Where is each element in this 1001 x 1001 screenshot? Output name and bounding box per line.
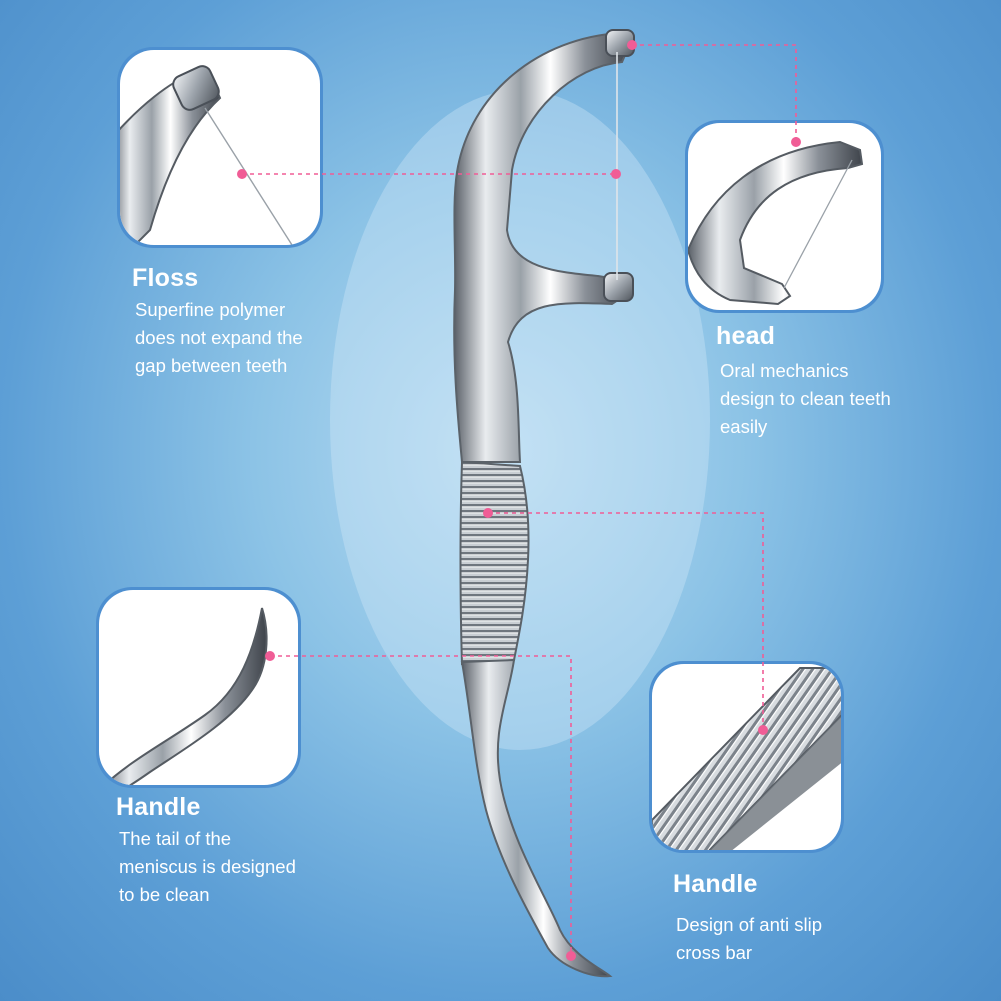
head-callout: head Oral mechanics design to clean teet…: [716, 322, 891, 441]
grip-handle-title: Handle: [673, 870, 758, 898]
tail-handle-callout: Handle The tail of the meniscus is desig…: [116, 793, 296, 909]
tail-handle-title: Handle: [116, 793, 201, 821]
grip-detail-panel: [649, 661, 844, 853]
lower-floss-anchor: [603, 272, 634, 302]
floss-callout: Floss Superfine polymer does not expand …: [132, 264, 303, 380]
tail-detail-panel: [96, 587, 301, 788]
ridged-grip: [459, 460, 530, 666]
leader-head: [632, 44, 797, 142]
head-description: Oral mechanics design to clean teeth eas…: [720, 360, 891, 437]
tail-handle-description: The tail of the meniscus is designed to …: [119, 828, 296, 905]
head-title: head: [716, 322, 776, 350]
backlight-glow: [330, 90, 710, 750]
head-detail-panel: [685, 120, 884, 313]
floss-pick-tool: [453, 29, 635, 978]
floss-detail-panel: [117, 47, 323, 248]
leader-lines: [242, 44, 797, 956]
grip-handle-description: Design of anti slip cross bar: [676, 914, 823, 963]
grip-handle-callout: Handle Design of anti slip cross bar: [673, 870, 822, 967]
leader-grip: [488, 512, 764, 730]
leader-dots: [237, 40, 801, 961]
tool-tail: [460, 658, 613, 978]
floss-description: Superfine polymer does not expand the ga…: [135, 299, 303, 376]
floss-title: Floss: [132, 264, 199, 292]
